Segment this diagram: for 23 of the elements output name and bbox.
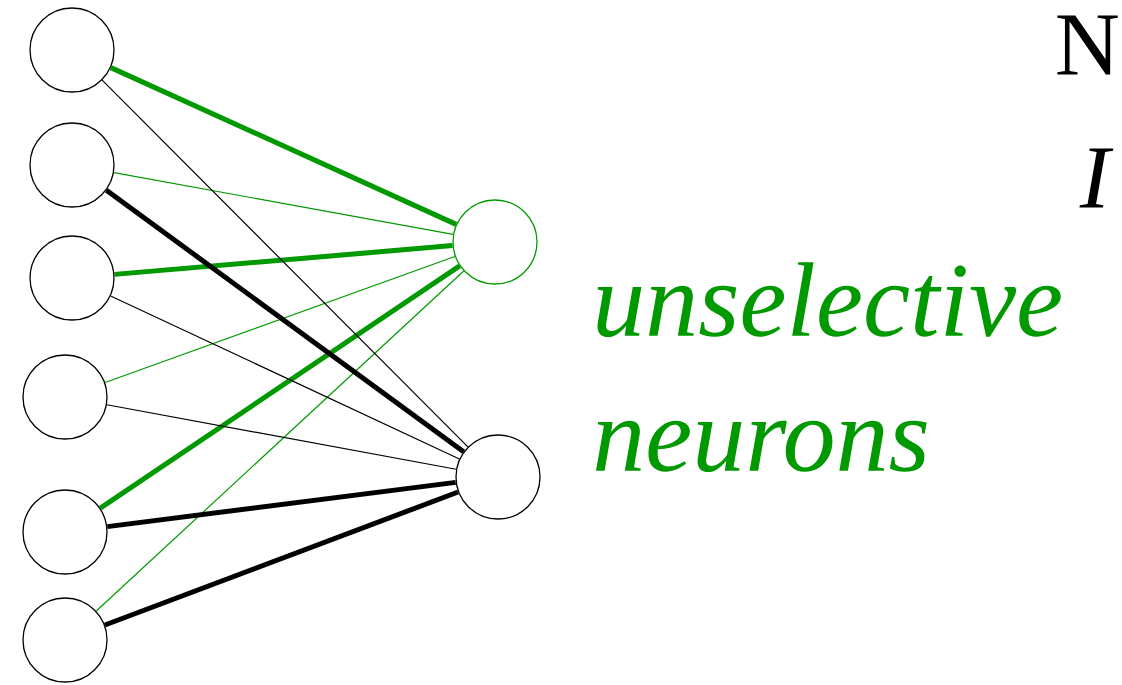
connection-line (98, 263, 462, 511)
neuron-circle (29, 7, 115, 93)
neuron-circle (29, 122, 115, 208)
connection-line (106, 404, 457, 470)
neuron-caption: unselective neurons (596, 262, 1061, 472)
connection-line (110, 295, 460, 460)
heading-letter: I (1079, 148, 1114, 208)
connection-line (113, 172, 454, 235)
heading-letter: N (1057, 15, 1118, 75)
connection-line (104, 188, 466, 454)
neuron-circle (452, 199, 538, 285)
connection-line (109, 65, 458, 227)
neuron-circle (22, 354, 108, 440)
connection-line (95, 270, 465, 612)
neuron-circle (29, 235, 115, 321)
connection-line (104, 255, 456, 384)
connection-line (104, 489, 459, 628)
connection-line (107, 479, 456, 530)
neuron-circle (455, 434, 541, 520)
connection-line (114, 243, 453, 277)
neuron-circle (22, 597, 108, 683)
connection-line (101, 79, 469, 448)
neuron-circle (22, 489, 108, 575)
